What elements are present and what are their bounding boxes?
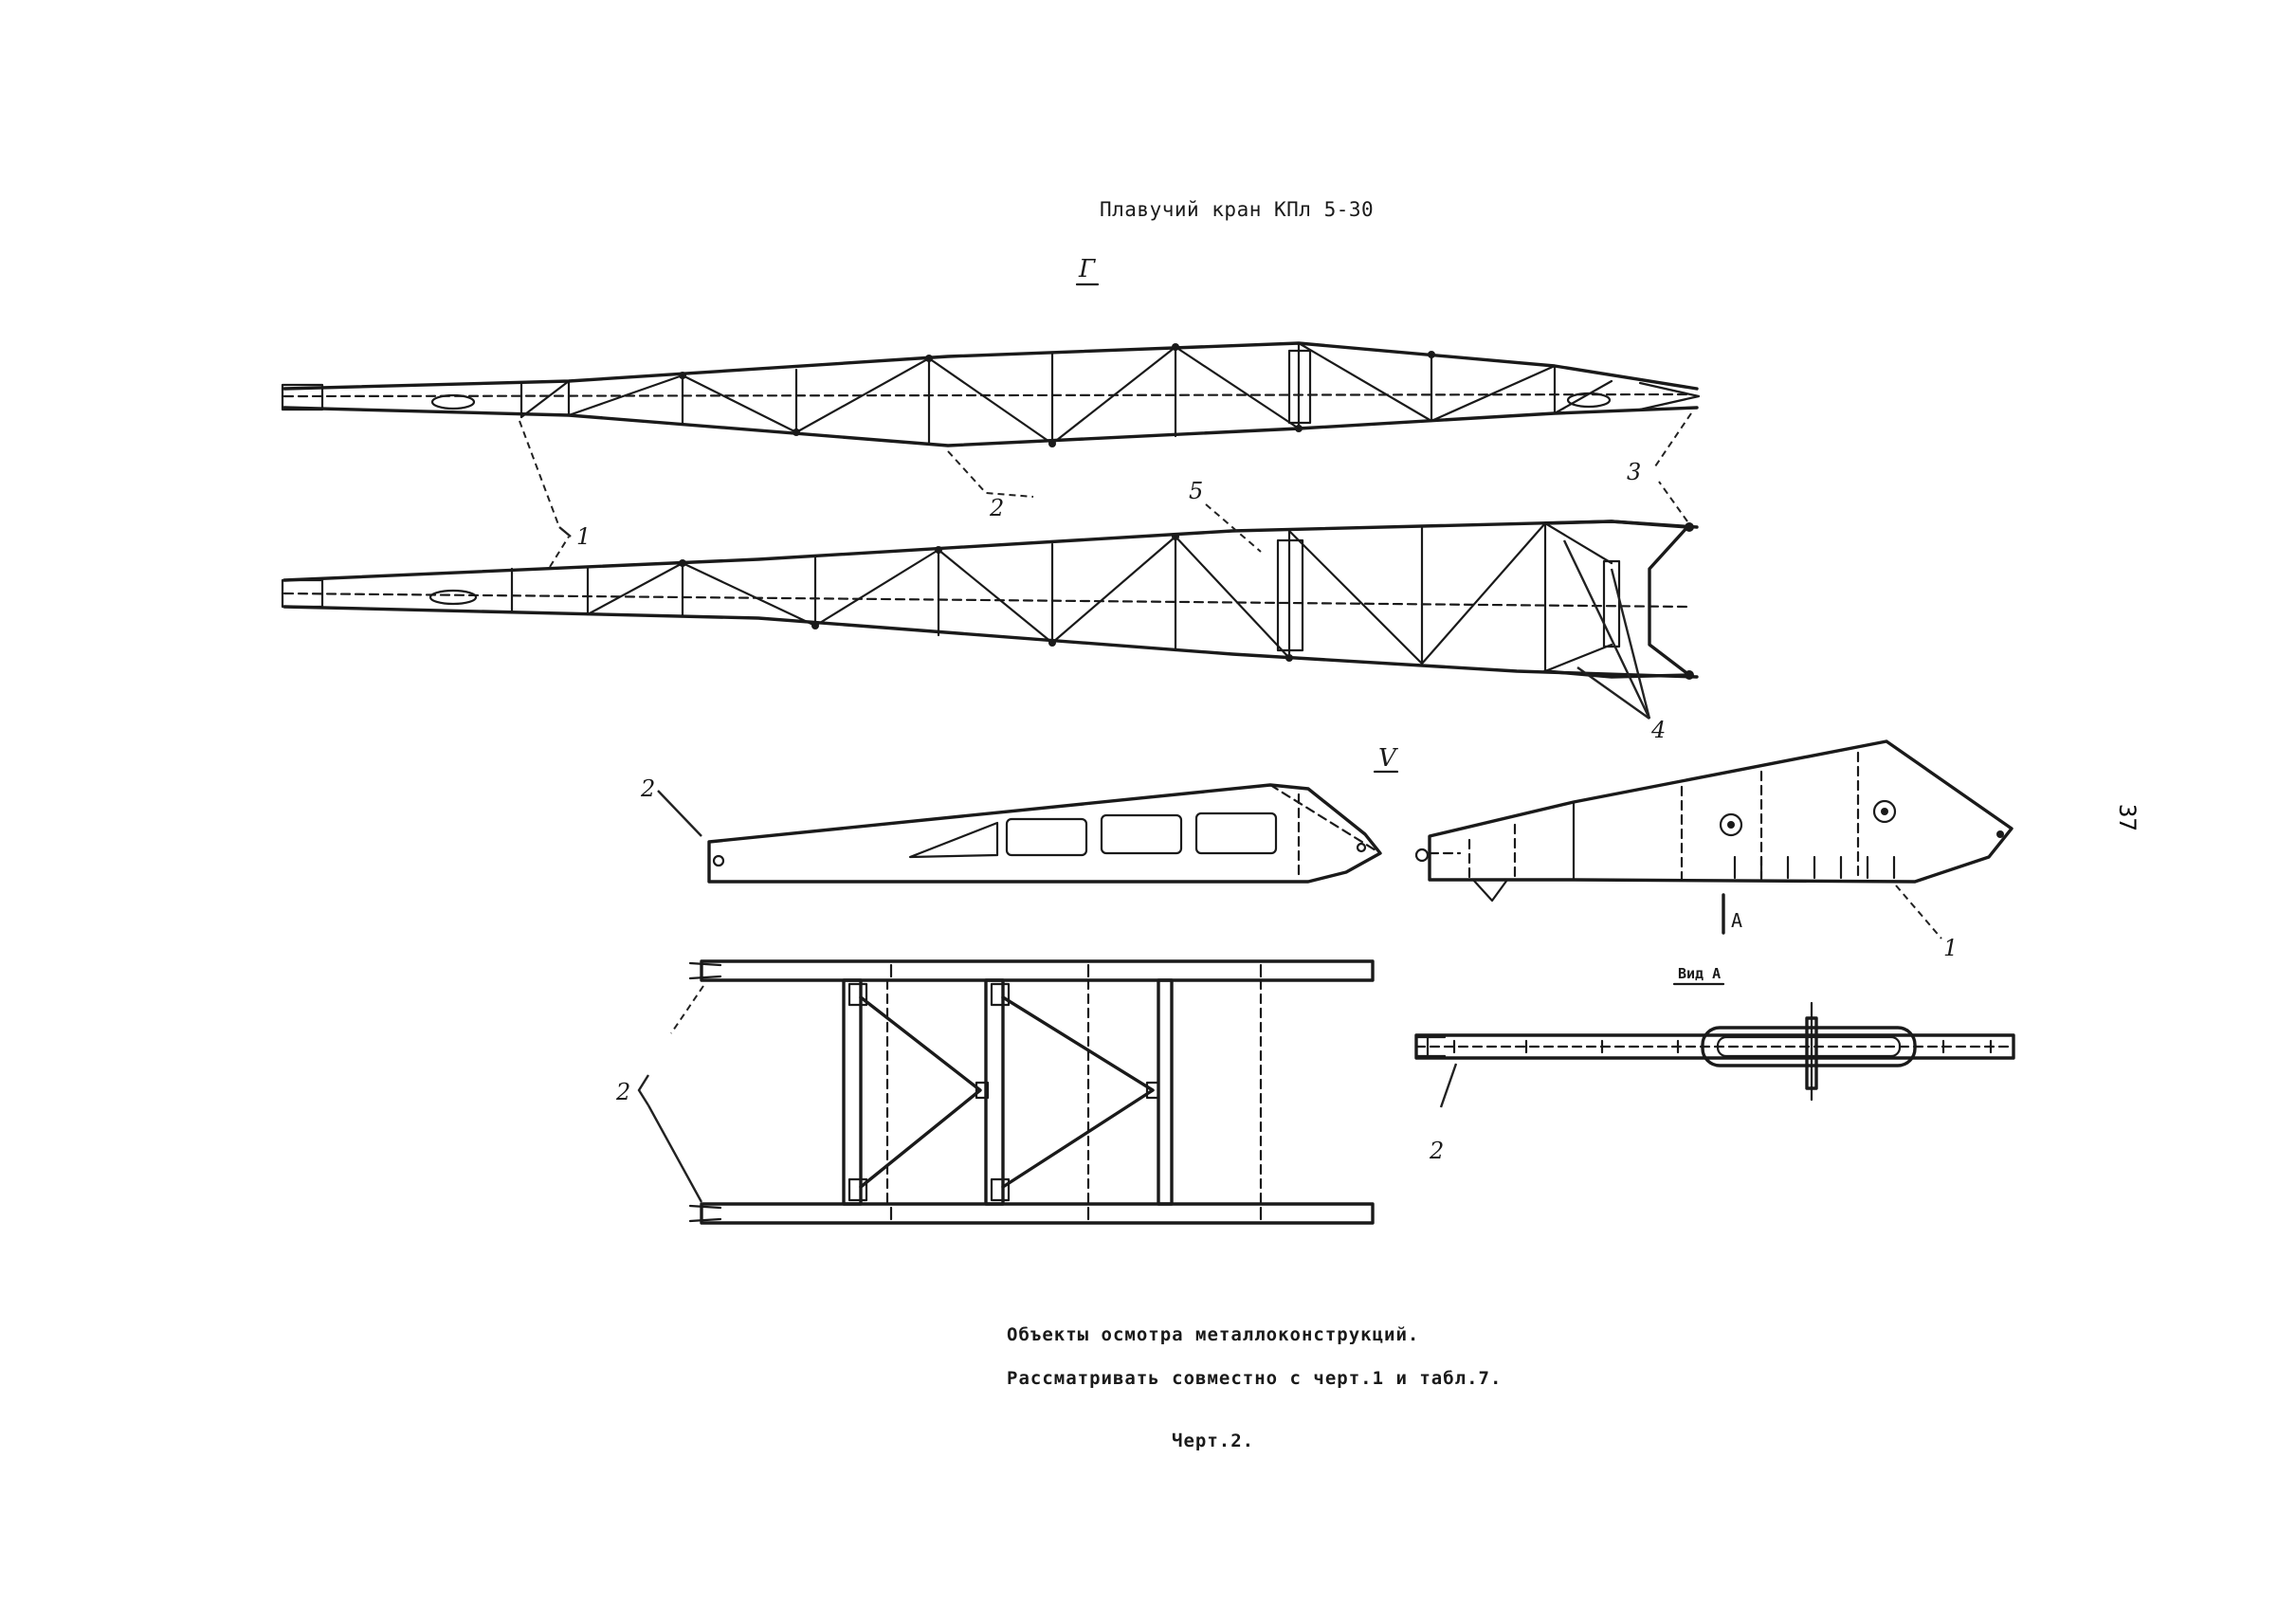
leader-c1-upper bbox=[519, 420, 560, 528]
callout-2-upper-boom: 2 bbox=[989, 495, 1004, 521]
section-view-label: Вид А bbox=[1678, 965, 1721, 982]
leader-c4-b bbox=[1610, 568, 1651, 720]
callout-5-lower-boom: 5 bbox=[1189, 478, 1203, 504]
leader-c3-upper bbox=[1654, 412, 1692, 467]
leader-c3-lower bbox=[1658, 481, 1688, 522]
callout-1-booms: 1 bbox=[576, 523, 591, 550]
view-v-label: V bbox=[1378, 744, 1398, 773]
leader-c1-head bbox=[1895, 884, 1942, 939]
page-number: 37 bbox=[2114, 804, 2141, 831]
leader-c2-frame-top bbox=[670, 985, 704, 1034]
head-section-elevation bbox=[1414, 739, 2014, 903]
caption-line-2: Рассматривать совместно с черт.1 и табл.… bbox=[1007, 1368, 1502, 1389]
leader-c2-rod bbox=[1439, 1063, 1458, 1108]
plan-frame bbox=[688, 959, 1375, 1225]
callout-2-plan-frame: 2 bbox=[615, 1079, 630, 1105]
leader-c5 bbox=[1205, 503, 1262, 553]
side-panel-elevation bbox=[707, 783, 1382, 884]
callout-2-side-panel: 2 bbox=[640, 775, 655, 802]
drawing-title: Плавучий кран КПл 5-30 bbox=[1100, 198, 1374, 221]
leader-c2-panel bbox=[657, 790, 702, 837]
rod-section-a bbox=[1414, 1001, 2015, 1102]
leader-c4-c bbox=[1576, 666, 1650, 720]
caption-line-1: Объекты осмотра металлоконструкций. bbox=[1007, 1324, 1419, 1345]
leader-c2-upper bbox=[947, 450, 1034, 498]
upper-boom-truss bbox=[281, 341, 1701, 447]
section-a-label: А bbox=[1731, 909, 1742, 932]
view-g-label: Г bbox=[1078, 255, 1096, 283]
drawing-number: Черт.2. bbox=[1172, 1431, 1254, 1451]
callout-4-lower-boom: 4 bbox=[1650, 717, 1666, 743]
callout-2-rod: 2 bbox=[1429, 1138, 1444, 1164]
callout-3-boom-tips: 3 bbox=[1627, 459, 1641, 485]
lower-boom-truss bbox=[281, 520, 1699, 680]
leader-c2-frame-bot bbox=[647, 1104, 703, 1203]
leader-c1-lower bbox=[549, 536, 570, 568]
callout-1-head-section: 1 bbox=[1943, 935, 1958, 961]
leader-c4-a bbox=[1562, 539, 1651, 720]
